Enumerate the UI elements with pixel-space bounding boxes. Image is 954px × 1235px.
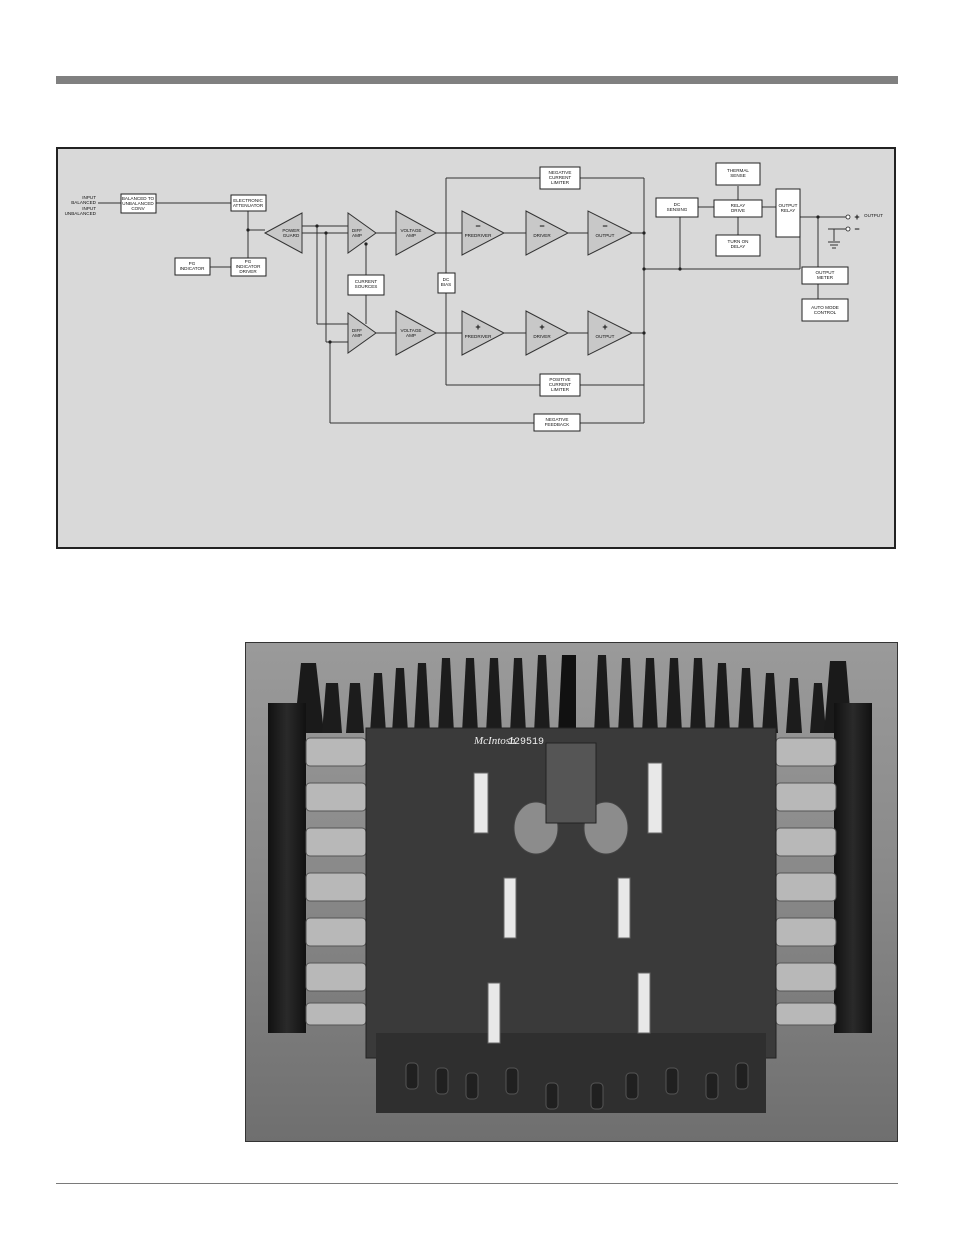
output-stage-lower: + OUTPUT [587, 310, 634, 356]
svg-text:−: − [539, 221, 544, 231]
output-plus-sign: + [854, 212, 859, 222]
svg-text:+: + [475, 322, 480, 332]
capacitors [405, 1062, 749, 1110]
amplifier-photo-illustration: McIntosh 129519 [246, 643, 897, 1141]
svg-text:−: − [475, 221, 480, 231]
heatsink-left-wall [268, 703, 306, 1033]
driver-lower: + DRIVER [525, 310, 570, 356]
circuit-board-lower [376, 1033, 766, 1113]
bottom-rule [56, 1183, 898, 1184]
power-resistors [473, 762, 663, 1044]
svg-text:PREDRIVER: PREDRIVER [465, 233, 492, 238]
output-label: OUTPUT [864, 213, 883, 218]
output-minus-sign: − [854, 224, 859, 234]
svg-text:+: + [539, 322, 544, 332]
driver-upper: − DRIVER [525, 210, 570, 256]
output-transistors-left [305, 737, 367, 1026]
board-number: 129519 [508, 737, 544, 748]
svg-text:−: − [602, 221, 607, 231]
amplifier-board-photo: McIntosh 129519 [245, 642, 898, 1142]
svg-text:PREDRIVER: PREDRIVER [465, 334, 492, 339]
svg-text:DRIVER: DRIVER [533, 233, 551, 238]
predriver-upper: − PREDRIVER [461, 210, 506, 256]
svg-text:+: + [602, 322, 607, 332]
heatsink-right-wall [834, 703, 872, 1033]
svg-text:OUTPUT: OUTPUT [596, 233, 615, 238]
relay-module [545, 742, 597, 824]
board-brand: McIntosh [473, 735, 516, 747]
output-stage-upper: − OUTPUT [587, 210, 634, 256]
output-transistors-right [775, 737, 837, 1026]
top-rule [56, 76, 898, 84]
svg-text:DRIVER: DRIVER [533, 334, 551, 339]
predriver-lower: + PREDRIVER [461, 310, 506, 356]
svg-text:OUTPUT: OUTPUT [596, 334, 615, 339]
diagram-junctions [246, 214, 851, 344]
